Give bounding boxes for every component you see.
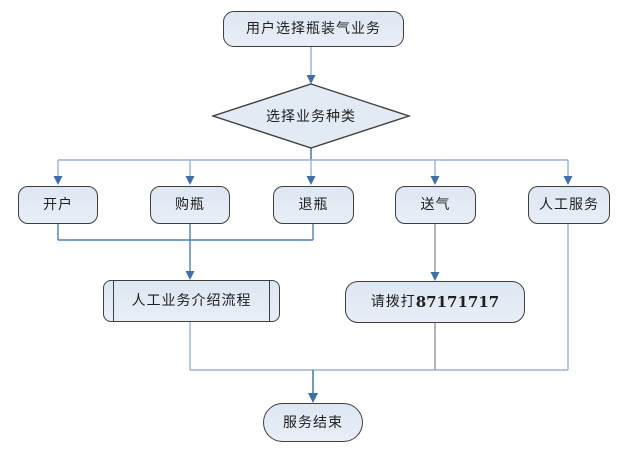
node-end-label: 服务结束 [283, 414, 343, 431]
node-manual-service-label: 人工服务 [539, 197, 599, 213]
edge-decision-branches [53, 148, 573, 185]
node-buy-bottle-label: 购瓶 [175, 197, 205, 213]
node-open-account-label: 开户 [43, 197, 73, 213]
node-deliver-gas-label: 送气 [420, 197, 451, 213]
predefined-left-bar [113, 281, 114, 321]
node-buy-bottle: 购瓶 [150, 186, 230, 224]
edge-delivergas-call [430, 224, 440, 281]
edge-start-decision [306, 47, 316, 84]
node-manual-service: 人工服务 [528, 186, 610, 224]
node-call-number-prefix: 请拨打 [370, 294, 416, 310]
node-start-label: 用户选择瓶装气业务 [246, 21, 381, 37]
node-intro-process-label: 人工业务介绍流程 [131, 293, 252, 309]
node-intro-process: 人工业务介绍流程 [103, 280, 280, 322]
edge-collector-intro [57, 224, 314, 280]
node-return-bottle: 退瓶 [273, 186, 354, 224]
predefined-right-bar [269, 281, 270, 321]
node-call-number-phone: 87171717 [415, 292, 500, 311]
node-deliver-gas: 送气 [395, 186, 476, 224]
node-start: 用户选择瓶装气业务 [223, 11, 404, 47]
node-end: 服务结束 [263, 403, 363, 442]
edge-merge-end [189, 322, 568, 403]
node-return-bottle-label: 退瓶 [298, 197, 329, 213]
node-open-account: 开户 [18, 186, 98, 224]
decision-diamond-shape [210, 83, 412, 149]
